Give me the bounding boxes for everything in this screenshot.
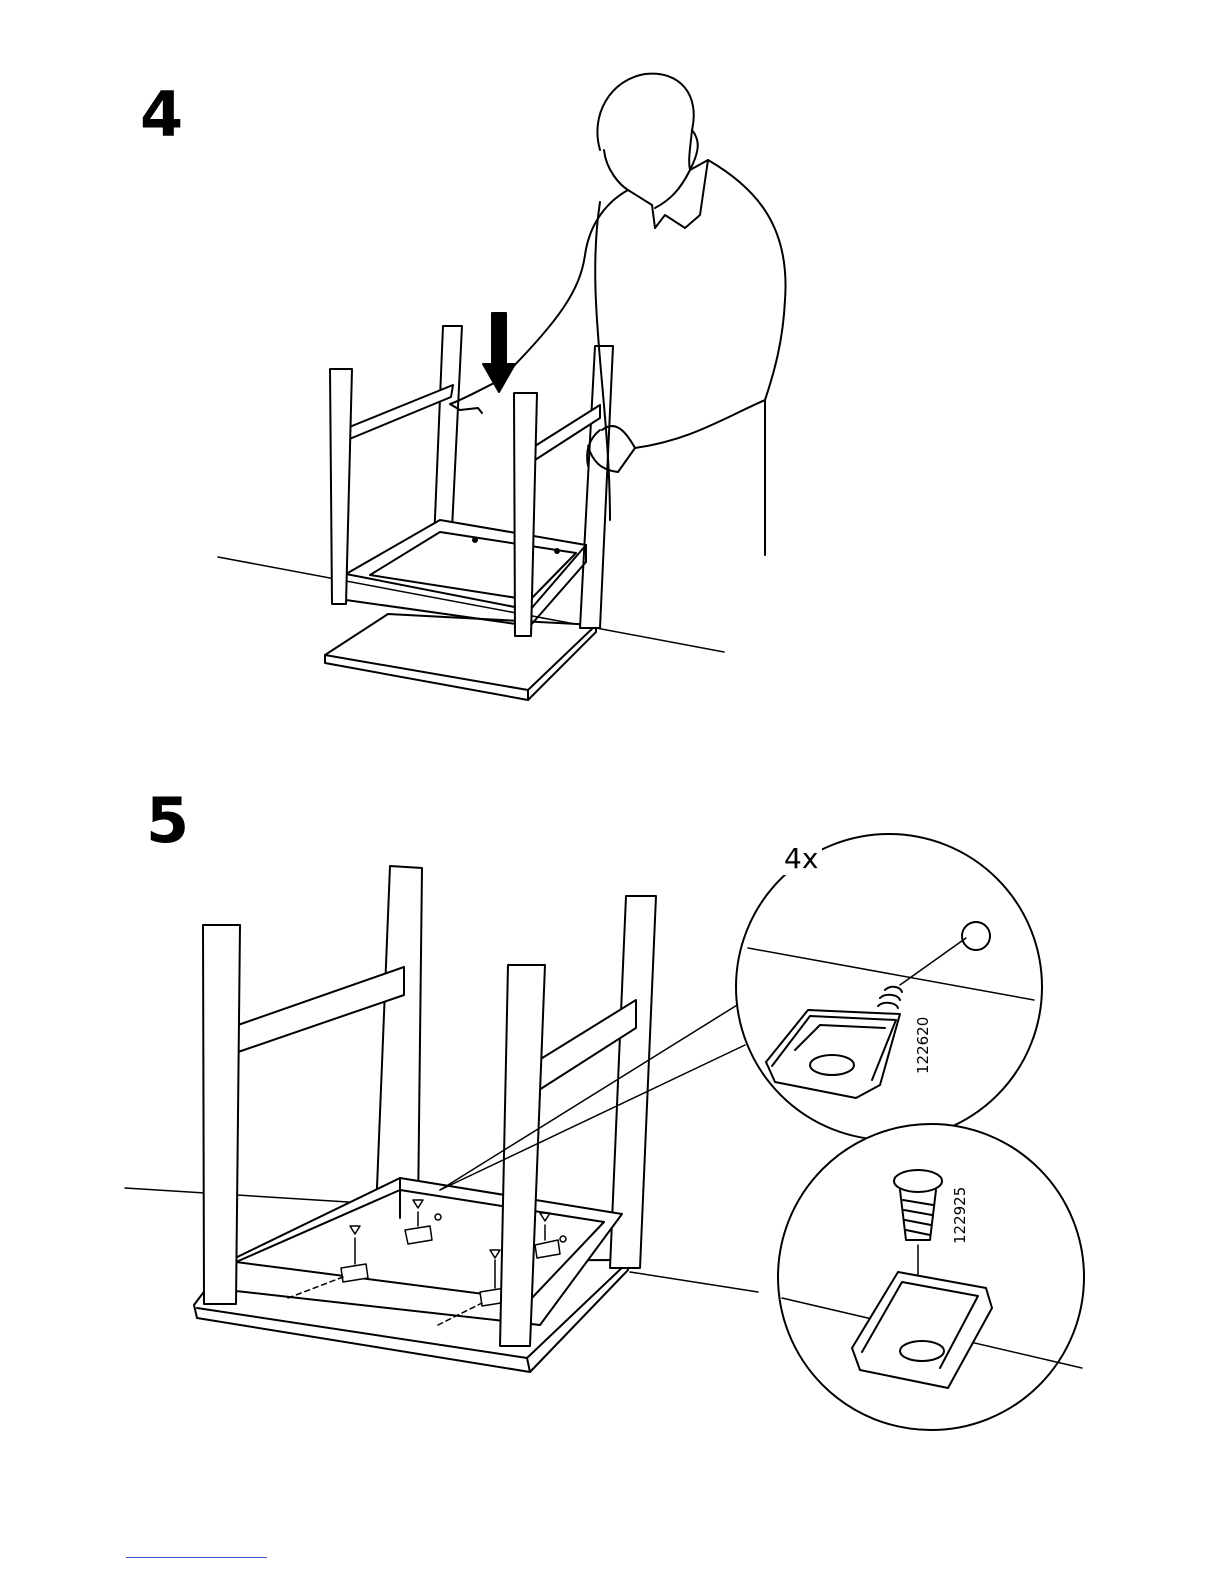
article-number-screw: 122925 [951, 1187, 969, 1244]
detail-circle-screw [778, 1124, 1084, 1430]
footer-rule [126, 1557, 267, 1558]
detail-circle-bracket [736, 834, 1042, 1140]
step-4-illustration [218, 74, 786, 700]
article-number-bracket: 122620 [914, 1017, 932, 1074]
quantity-label: 4x [780, 842, 822, 875]
step-5-illustration [125, 866, 758, 1372]
